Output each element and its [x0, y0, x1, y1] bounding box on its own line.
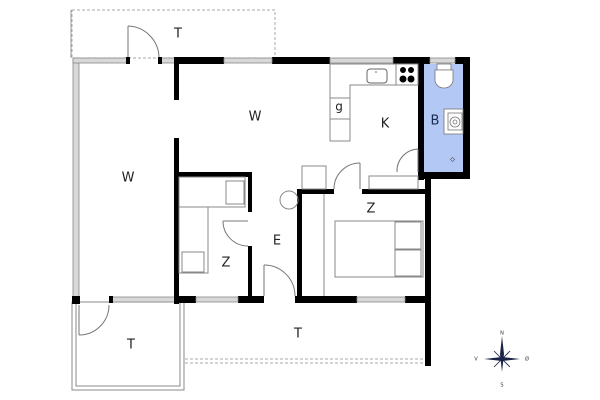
cabinet	[301, 165, 327, 190]
kitchen-door[interactable]	[368, 148, 419, 190]
compass-e: Ø	[525, 356, 529, 363]
entrance-lamp-icon	[279, 190, 299, 210]
kitchen-counter	[329, 63, 419, 142]
room-label-entrance: E	[273, 234, 281, 249]
room-label-kitchen: K	[381, 117, 390, 132]
walls	[174, 57, 470, 366]
terrace-south-outline	[185, 358, 430, 364]
room-label-terrace-north: T	[173, 27, 182, 42]
room-label-kitchen-storage: g	[335, 100, 343, 114]
room-label-living-west: W	[122, 171, 135, 186]
entrance-door[interactable]	[263, 264, 296, 297]
room-label-bathroom: B	[431, 114, 440, 129]
small-bedroom-door[interactable]	[222, 220, 249, 247]
compass-w: V	[474, 357, 478, 363]
double-bed	[323, 194, 424, 296]
room-labels: T W W K g B Z E Z T T	[122, 27, 440, 353]
room-label-terrace-south: T	[293, 327, 302, 342]
windows	[195, 57, 456, 303]
toilet-icon	[434, 63, 454, 89]
washbasin-icon	[443, 108, 464, 135]
stove-icon	[399, 67, 415, 83]
room-label-living-main: W	[249, 110, 262, 125]
sink-icon	[366, 68, 388, 84]
room-label-bedroom-small: Z	[222, 256, 231, 271]
compass-rose-icon: N S V Ø	[474, 331, 529, 389]
terrace-north-outline	[70, 9, 276, 59]
room-label-bedroom-large: Z	[367, 202, 376, 217]
room-label-terrace-southwest: T	[126, 338, 135, 353]
north-door[interactable]	[126, 25, 162, 64]
bedroom-large-door[interactable]	[333, 162, 361, 190]
floor-drain-icon	[449, 156, 456, 163]
compass-n: N	[500, 331, 504, 337]
small-bedroom-furniture	[178, 176, 246, 274]
compass-s: S	[500, 383, 503, 389]
